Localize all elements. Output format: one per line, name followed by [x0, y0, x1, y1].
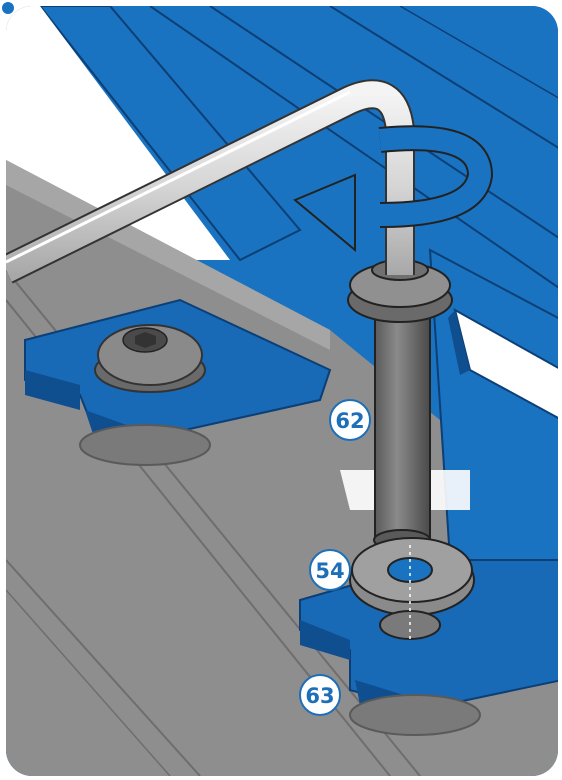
- callout-62: 62: [329, 399, 371, 441]
- washer-icon: [349, 537, 475, 640]
- callout-54: 54: [309, 549, 351, 591]
- spacer-tube-icon: [347, 259, 453, 551]
- callout-63-label: 63: [305, 684, 334, 708]
- callout-54-label: 54: [315, 559, 344, 583]
- right-blue-rail: [428, 248, 558, 622]
- rotate-arrow-icon: [293, 125, 494, 253]
- corner-dot: [2, 2, 14, 14]
- hex-socket-bolt-icon: [94, 324, 206, 393]
- callout-62-label: 62: [335, 409, 364, 433]
- callout-63: 63: [299, 674, 341, 716]
